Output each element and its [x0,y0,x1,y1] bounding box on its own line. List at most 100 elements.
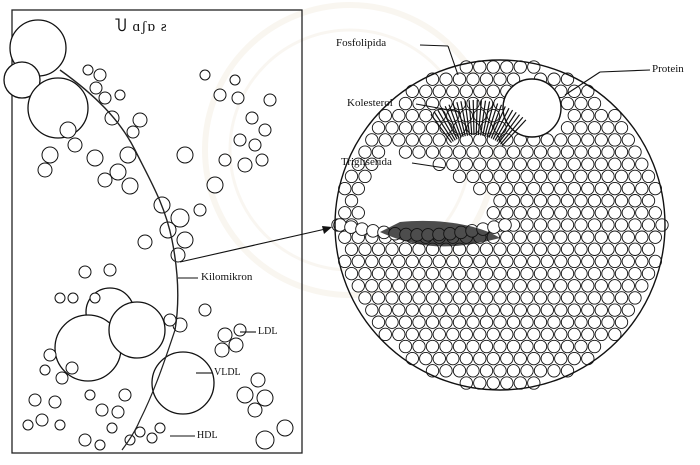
phospholipid-head [582,158,594,170]
phospholipid-head [528,280,540,292]
small-lipoprotein-particle [214,89,226,101]
phospholipid-head [399,316,411,328]
small-lipoprotein-particle [237,387,253,403]
phospholipid-head [345,267,357,279]
small-lipoprotein-particle [42,147,58,163]
phospholipid-head [582,207,594,219]
phospholipid-head [588,243,600,255]
phospholipid-head [561,122,573,134]
phospholipid-head [656,219,668,231]
phospholipid-head [521,146,533,158]
phospholipid-head [420,328,432,340]
phospholipid-head [406,280,418,292]
phospholipid-head [595,231,607,243]
chylomicron-particle [28,78,88,138]
small-lipoprotein-particle [90,293,100,303]
small-lipoprotein-particle [147,433,157,443]
phospholipid-head [460,352,472,364]
phospholipid-head [602,170,614,182]
phospholipid-head [460,328,472,340]
phospholipid-head [514,61,526,73]
phospholipid-head [622,158,634,170]
phospholipid-head [555,304,567,316]
small-lipoprotein-particle [257,390,273,406]
small-lipoprotein-particle [120,147,136,163]
phospholipid-head [413,267,425,279]
small-lipoprotein-particle [104,264,116,276]
phospholipid-head [561,267,573,279]
small-lipoprotein-particle [177,232,193,248]
phospholipid-head [528,304,540,316]
small-lipoprotein-particle [230,75,240,85]
phospholipid-head [399,97,411,109]
phospholipid-head [440,365,452,377]
small-lipoprotein-particle [138,235,152,249]
phospholipid-head [467,73,479,85]
small-lipoprotein-particle [79,266,91,278]
phospholipid-head [420,352,432,364]
phospholipid-head [514,255,526,267]
phospholipid-head [541,207,553,219]
phospholipid-head [474,158,486,170]
phospholipid-head [582,109,594,121]
phospholipid-head [548,146,560,158]
small-lipoprotein-particle [95,440,105,450]
phospholipid-head [636,280,648,292]
phospholipid-head [467,170,479,182]
phospholipid-head [453,97,465,109]
phospholipid-head [575,316,587,328]
small-lipoprotein-particle [60,122,76,138]
phospholipid-head [602,243,614,255]
phospholipid-head [440,267,452,279]
small-lipoprotein-particle [171,248,185,262]
label-hdl: HDL [197,430,218,441]
phospholipid-head [501,304,513,316]
small-lipoprotein-particle [98,173,112,187]
phospholipid-head [366,304,378,316]
phospholipid-head [541,182,553,194]
phospholipid-head [453,170,465,182]
phospholipid-head [393,109,405,121]
phospholipid-head [582,231,594,243]
phospholipid-head [595,109,607,121]
phospholipid-head [474,134,486,146]
phospholipid-head [467,316,479,328]
phospholipid-head [366,134,378,146]
phospholipid-head [548,316,560,328]
phospholipid-head [609,134,621,146]
ldl-cluster-particle [109,302,165,358]
phospholipid-head [629,219,641,231]
phospholipid-head [413,146,425,158]
phospholipid-head [460,280,472,292]
small-lipoprotein-particle [277,420,293,436]
phospholipid-head [615,243,627,255]
phospholipid-head [467,340,479,352]
small-lipoprotein-particle [49,396,61,408]
phospholipid-head [548,267,560,279]
phospholipid-head [480,97,492,109]
phospholipid-head [420,134,432,146]
lipoprotein-sphere [332,60,668,390]
phospholipid-head [582,280,594,292]
phospholipid-head [501,61,513,73]
phospholipid-head [534,146,546,158]
phospholipid-head [507,146,519,158]
phospholipid-head [602,267,614,279]
phospholipid-head [514,377,526,389]
phospholipid-head [359,292,371,304]
phospholipid-head [440,340,452,352]
phospholipid-head [507,316,519,328]
phospholipid-head [582,352,594,364]
phospholipid-head [602,195,614,207]
small-lipoprotein-particle [256,431,274,449]
small-lipoprotein-particle [56,372,68,384]
phospholipid-head [413,292,425,304]
phospholipid-head [467,267,479,279]
small-lipoprotein-particle [55,293,65,303]
phospholipid-head [507,365,519,377]
phospholipid-head [474,85,486,97]
phospholipid-head [575,219,587,231]
phospholipid-head [467,292,479,304]
cut-edge-head [488,221,501,234]
phospholipid-head [555,182,567,194]
